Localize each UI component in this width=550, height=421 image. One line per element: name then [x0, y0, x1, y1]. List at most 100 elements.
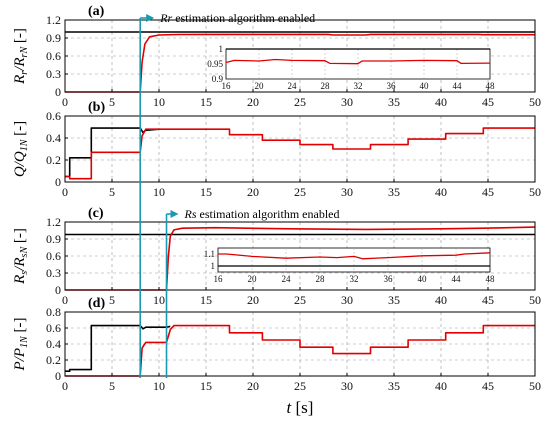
x-tick-label: 15: [200, 293, 212, 307]
inset-x-tick-label: 20: [255, 81, 265, 91]
y-axis-label-part: [-]: [12, 121, 28, 140]
series-line-1: [65, 127, 535, 180]
x-tick-label: 45: [482, 185, 494, 199]
x-tick-label: 50: [529, 379, 541, 393]
y-tick-label: 0: [55, 175, 61, 189]
y-axis-label-part: s: [19, 271, 30, 275]
y-axis-label: Rr/RrN [-]: [12, 28, 30, 85]
panel-label: (c): [88, 206, 104, 221]
inset-x-tick-label: 16: [214, 274, 224, 284]
y-axis-label-part: R: [12, 75, 28, 85]
x-axis-label-unit: [s]: [291, 398, 313, 417]
x-tick-label: 25: [294, 379, 306, 393]
x-tick-label: 5: [109, 95, 115, 109]
y-tick-label: 0.6: [46, 321, 61, 335]
y-axis-label-part: /: [12, 265, 28, 272]
x-tick-label: 0: [62, 379, 68, 393]
x-tick-label: 40: [435, 293, 447, 307]
y-axis-label-part: P: [12, 348, 28, 358]
x-tick-label: 25: [294, 293, 306, 307]
rs-annotation: Rs estimation algorithm enabled: [184, 207, 340, 221]
x-tick-label: 0: [62, 185, 68, 199]
y-axis-label-part: sN: [19, 246, 30, 258]
x-tick-label: 5: [109, 293, 115, 307]
y-axis-label-part: /: [12, 65, 28, 72]
rr-annotation-symbol: Rr: [159, 11, 172, 25]
y-tick-label: 0.3: [46, 67, 61, 81]
x-tick-label: 30: [341, 293, 353, 307]
x-tick-label: 45: [482, 95, 494, 109]
inset-x-tick-label: 44: [452, 274, 462, 284]
y-axis-label: P/P1N [-]: [12, 318, 30, 372]
inset-series-line-1: [218, 252, 491, 260]
x-axis-label: t [s]: [287, 398, 314, 417]
y-tick-label: 0.4: [46, 337, 61, 351]
inset-y-tick-label: 1: [211, 261, 216, 271]
inset-y-tick-label: 0.9: [212, 74, 224, 84]
x-tick-label: 35: [388, 293, 400, 307]
x-tick-label: 15: [200, 185, 212, 199]
x-tick-label: 10: [153, 293, 165, 307]
inset-x-tick-label: 28: [321, 81, 331, 91]
rs-annotation-symbol: Rs: [184, 207, 197, 221]
inset-y-tick-label: 1: [219, 44, 224, 54]
x-tick-label: 30: [341, 95, 353, 109]
x-tick-label: 25: [294, 185, 306, 199]
inset-x-tick-label: 48: [486, 274, 496, 284]
y-axis-label-part: Q: [12, 151, 28, 162]
inset-x-tick-label: 20: [248, 274, 258, 284]
x-tick-label: 45: [482, 379, 494, 393]
y-axis-label-part: R: [12, 275, 28, 285]
inset-x-tick-label: 16: [222, 81, 232, 91]
x-tick-label: 20: [247, 185, 259, 199]
inset-x-tick-label: 48: [486, 81, 496, 91]
y-tick-label: 0.6: [46, 249, 61, 263]
rs-annotation-text: estimation algorithm enabled: [197, 207, 340, 221]
x-tick-label: 25: [294, 95, 306, 109]
x-tick-label: 50: [529, 293, 541, 307]
inset-y-tick-label: 0.95: [207, 59, 223, 69]
y-tick-label: 0.3: [46, 266, 61, 280]
x-tick-label: 0: [62, 95, 68, 109]
y-axis-label-part: [-]: [12, 28, 28, 47]
x-tick-label: 0: [62, 293, 68, 307]
inset-x-tick-label: 32: [350, 274, 359, 284]
y-tick-label: 0.9: [46, 31, 61, 45]
x-tick-label: 50: [529, 95, 541, 109]
y-axis-label-part: rN: [19, 46, 30, 58]
x-tick-label: 45: [482, 293, 494, 307]
rr-annotation: Rr estimation algorithm enabled: [159, 11, 315, 25]
x-tick-label: 10: [153, 95, 165, 109]
y-tick-label: 1.2: [46, 215, 61, 229]
inset-x-tick-label: 24: [288, 81, 298, 91]
x-tick-label: 5: [109, 185, 115, 199]
y-axis-label-part: 1N: [19, 335, 30, 348]
x-tick-label: 30: [341, 185, 353, 199]
y-tick-label: 0: [55, 369, 61, 383]
x-tick-label: 40: [435, 185, 447, 199]
x-tick-label: 50: [529, 185, 541, 199]
y-tick-label: 0.8: [46, 305, 61, 319]
inset-x-tick-label: 40: [418, 274, 428, 284]
rr-annotation-text: estimation algorithm enabled: [172, 11, 315, 25]
x-tick-label: 10: [153, 185, 165, 199]
inset-y-tick-label: 1.1: [204, 249, 215, 259]
x-axis-label-symbol: t: [287, 398, 293, 417]
inset-series-line-1: [225, 58, 491, 65]
y-tick-label: 0.2: [46, 153, 61, 167]
y-axis-label-part: [-]: [12, 228, 28, 247]
y-axis-label-part: [-]: [12, 318, 28, 337]
inset-x-tick-label: 40: [420, 81, 430, 91]
x-tick-label: 10: [153, 379, 165, 393]
y-axis-label-part: r: [19, 71, 30, 75]
series-line-1: [65, 33, 535, 93]
y-axis-label-part: P: [12, 361, 28, 371]
x-tick-label: 30: [341, 379, 353, 393]
y-axis-label-part: /: [12, 160, 28, 167]
inset-x-tick-label: 44: [453, 81, 463, 91]
y-tick-label: 1.2: [46, 13, 61, 27]
x-tick-label: 15: [200, 95, 212, 109]
